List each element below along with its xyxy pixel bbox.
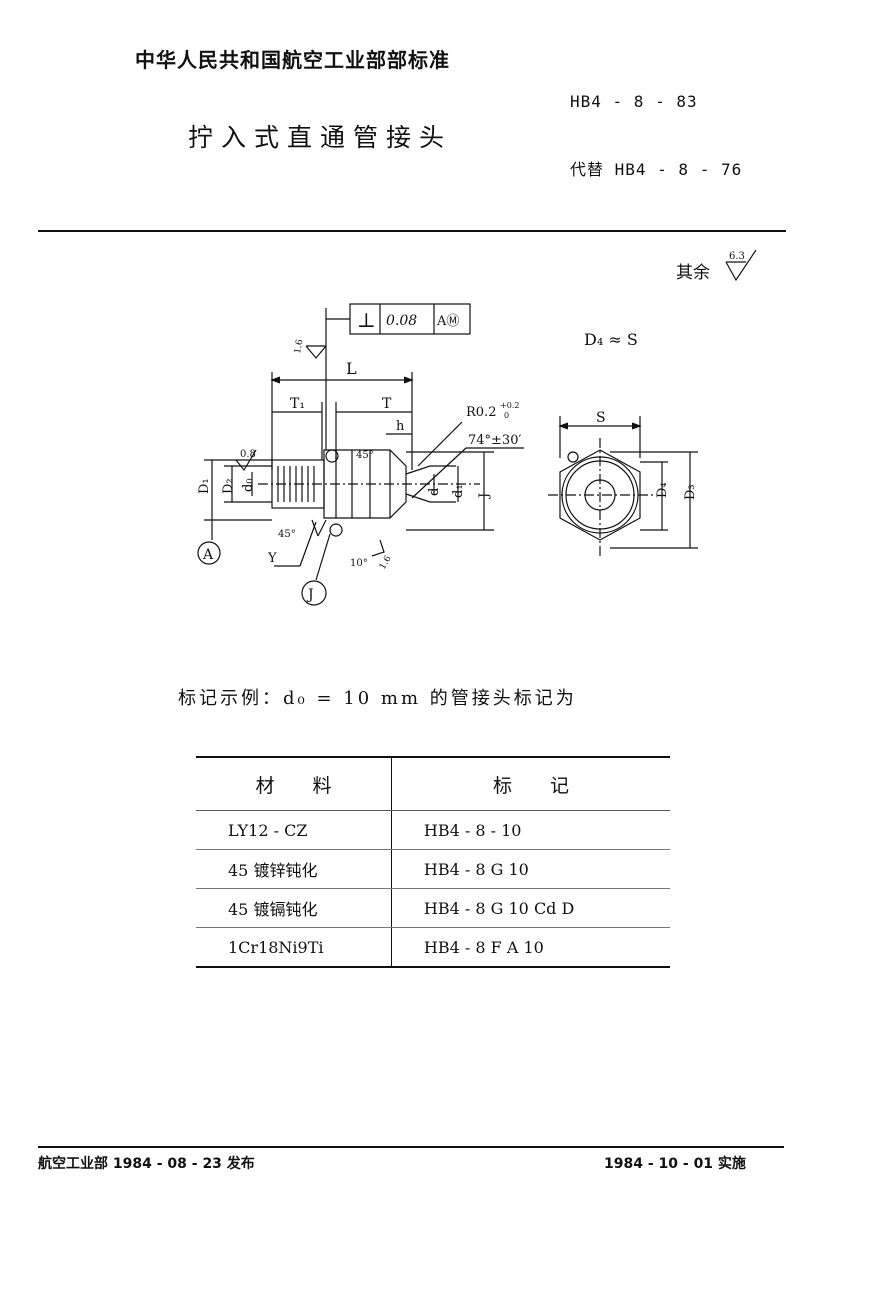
roughness-note-label: 其余 <box>676 263 710 283</box>
fitting-front-view: S D₄ D₃ <box>548 410 698 556</box>
table-row: 45 镀镉钝化 HB4 - 8 G 10 Cd D <box>196 888 670 928</box>
tolerance-datum: AⓂ <box>436 314 459 329</box>
header-divider <box>38 230 786 232</box>
dim-T: T <box>382 396 392 412</box>
dim-d0: d₀ <box>241 478 256 492</box>
dim-d: d <box>427 488 442 496</box>
radius-tol-upper: +0.2 <box>500 401 519 410</box>
radius-tol-lower: 0 <box>504 411 509 420</box>
roughness-bottom-value: 1.6 <box>378 554 394 572</box>
material-cell: LY12 - CZ <box>196 810 392 850</box>
dim-D4: D₄ <box>655 482 670 498</box>
dim-D1: D₁ <box>197 478 212 494</box>
standard-number: HB4 - 8 - 83 <box>570 92 698 111</box>
footer-divider <box>38 1146 784 1148</box>
table-row: 45 镀锌钝化 HB4 - 8 G 10 <box>196 849 670 889</box>
material-cell: 45 镀锌钝化 <box>196 849 392 889</box>
radius-label: R0.2 <box>466 405 496 420</box>
technical-drawing: 6.3 ⊥ 0.08 AⓂ 1.6 L T₁ T h <box>197 249 757 606</box>
roughness-symbol: 6.3 <box>725 249 757 282</box>
dim-Y: Y <box>267 551 277 566</box>
roughness-face-value: 1.6 <box>293 338 305 354</box>
angle-10: 10° <box>350 558 368 569</box>
table-header-row: 材 料 标 记 <box>196 757 670 811</box>
tolerance-value: 0.08 <box>386 313 417 329</box>
issuing-organization: 中华人民共和国航空工业部部标准 <box>135 48 450 72</box>
dim-L: L <box>346 359 357 378</box>
dim-d1: d₁ <box>451 484 466 498</box>
tolerance-frame: ⊥ 0.08 AⓂ <box>325 303 471 450</box>
dim-T1: T₁ <box>290 396 305 412</box>
relation-D4-S: D₄ ≈ S <box>584 330 638 349</box>
marking-table: 材 料 标 记 LY12 - CZ HB4 - 8 - 10 45 镀锌钝化 H… <box>196 756 670 968</box>
table-row: 1Cr18Ni9Ti HB4 - 8 F A 10 <box>196 927 670 968</box>
marking-cell: HB4 - 8 G 10 <box>390 849 670 889</box>
marking-cell: HB4 - 8 G 10 Cd D <box>390 888 670 928</box>
dim-D3: D₃ <box>683 484 698 500</box>
marking-example: 标记示例：d₀ = 10 mm 的管接头标记为 <box>178 688 577 709</box>
material-cell: 1Cr18Ni9Ti <box>196 927 392 968</box>
issue-date: 航空工业部 1984 - 08 - 23 发布 <box>38 1156 255 1172</box>
marking-cell: HB4 - 8 F A 10 <box>390 927 670 968</box>
dim-S: S <box>596 410 606 426</box>
roughness-value: 6.3 <box>729 251 745 262</box>
column-header-material: 材 料 <box>196 757 392 811</box>
roughness-note: 其余 <box>676 258 710 283</box>
perpendicularity-symbol: ⊥ <box>357 308 376 332</box>
dim-D2: D₂ <box>221 478 236 494</box>
angle-45-bottom: 45° <box>278 529 296 540</box>
datum-A-label: A <box>202 547 214 563</box>
document-title: 拧入式直通管接头 <box>188 123 453 152</box>
detail-J-label: J <box>306 587 314 603</box>
marking-cell: HB4 - 8 - 10 <box>390 810 670 850</box>
fitting-side-view <box>258 449 480 537</box>
table-row: LY12 - CZ HB4 - 8 - 10 <box>196 810 670 850</box>
dim-h: h <box>396 419 405 434</box>
angle-45-top: 45° <box>356 450 374 461</box>
effective-date: 1984 - 10 - 01 实施 <box>604 1156 746 1172</box>
roughness-mark-face: 1.6 <box>293 338 327 359</box>
roughness-left-value: 0.8 <box>240 449 256 460</box>
material-cell: 45 镀镉钝化 <box>196 888 392 928</box>
dim-J: J <box>477 493 492 500</box>
replaces-standard: 代替 HB4 - 8 - 76 <box>570 160 743 179</box>
column-header-marking: 标 记 <box>390 757 670 811</box>
cone-angle-label: 74°±30′ <box>468 433 521 448</box>
